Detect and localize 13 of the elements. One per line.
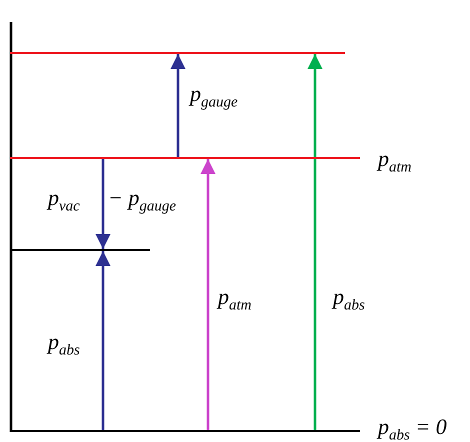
edge-label: p$_{abs}$ bbox=[333, 285, 365, 316]
edge-label: p$_{atm}$ bbox=[218, 285, 252, 316]
edge-label: p$_{abs}$ bbox=[48, 330, 80, 360]
arrow bbox=[200, 159, 216, 430]
edge-label: p$_{vac}$ bbox=[48, 186, 80, 216]
formula-label: − p$_{gauge}$ bbox=[108, 186, 176, 216]
pressure-label: p$_{atm}$ bbox=[378, 147, 412, 178]
arrow bbox=[170, 54, 186, 157]
arrow bbox=[96, 251, 110, 430]
arrow bbox=[96, 159, 110, 249]
edge-label: p$_{gauge}$ bbox=[190, 82, 238, 112]
pressure-label: p$_{abs}$ = 0 bbox=[378, 415, 447, 442]
arrow bbox=[308, 54, 322, 430]
